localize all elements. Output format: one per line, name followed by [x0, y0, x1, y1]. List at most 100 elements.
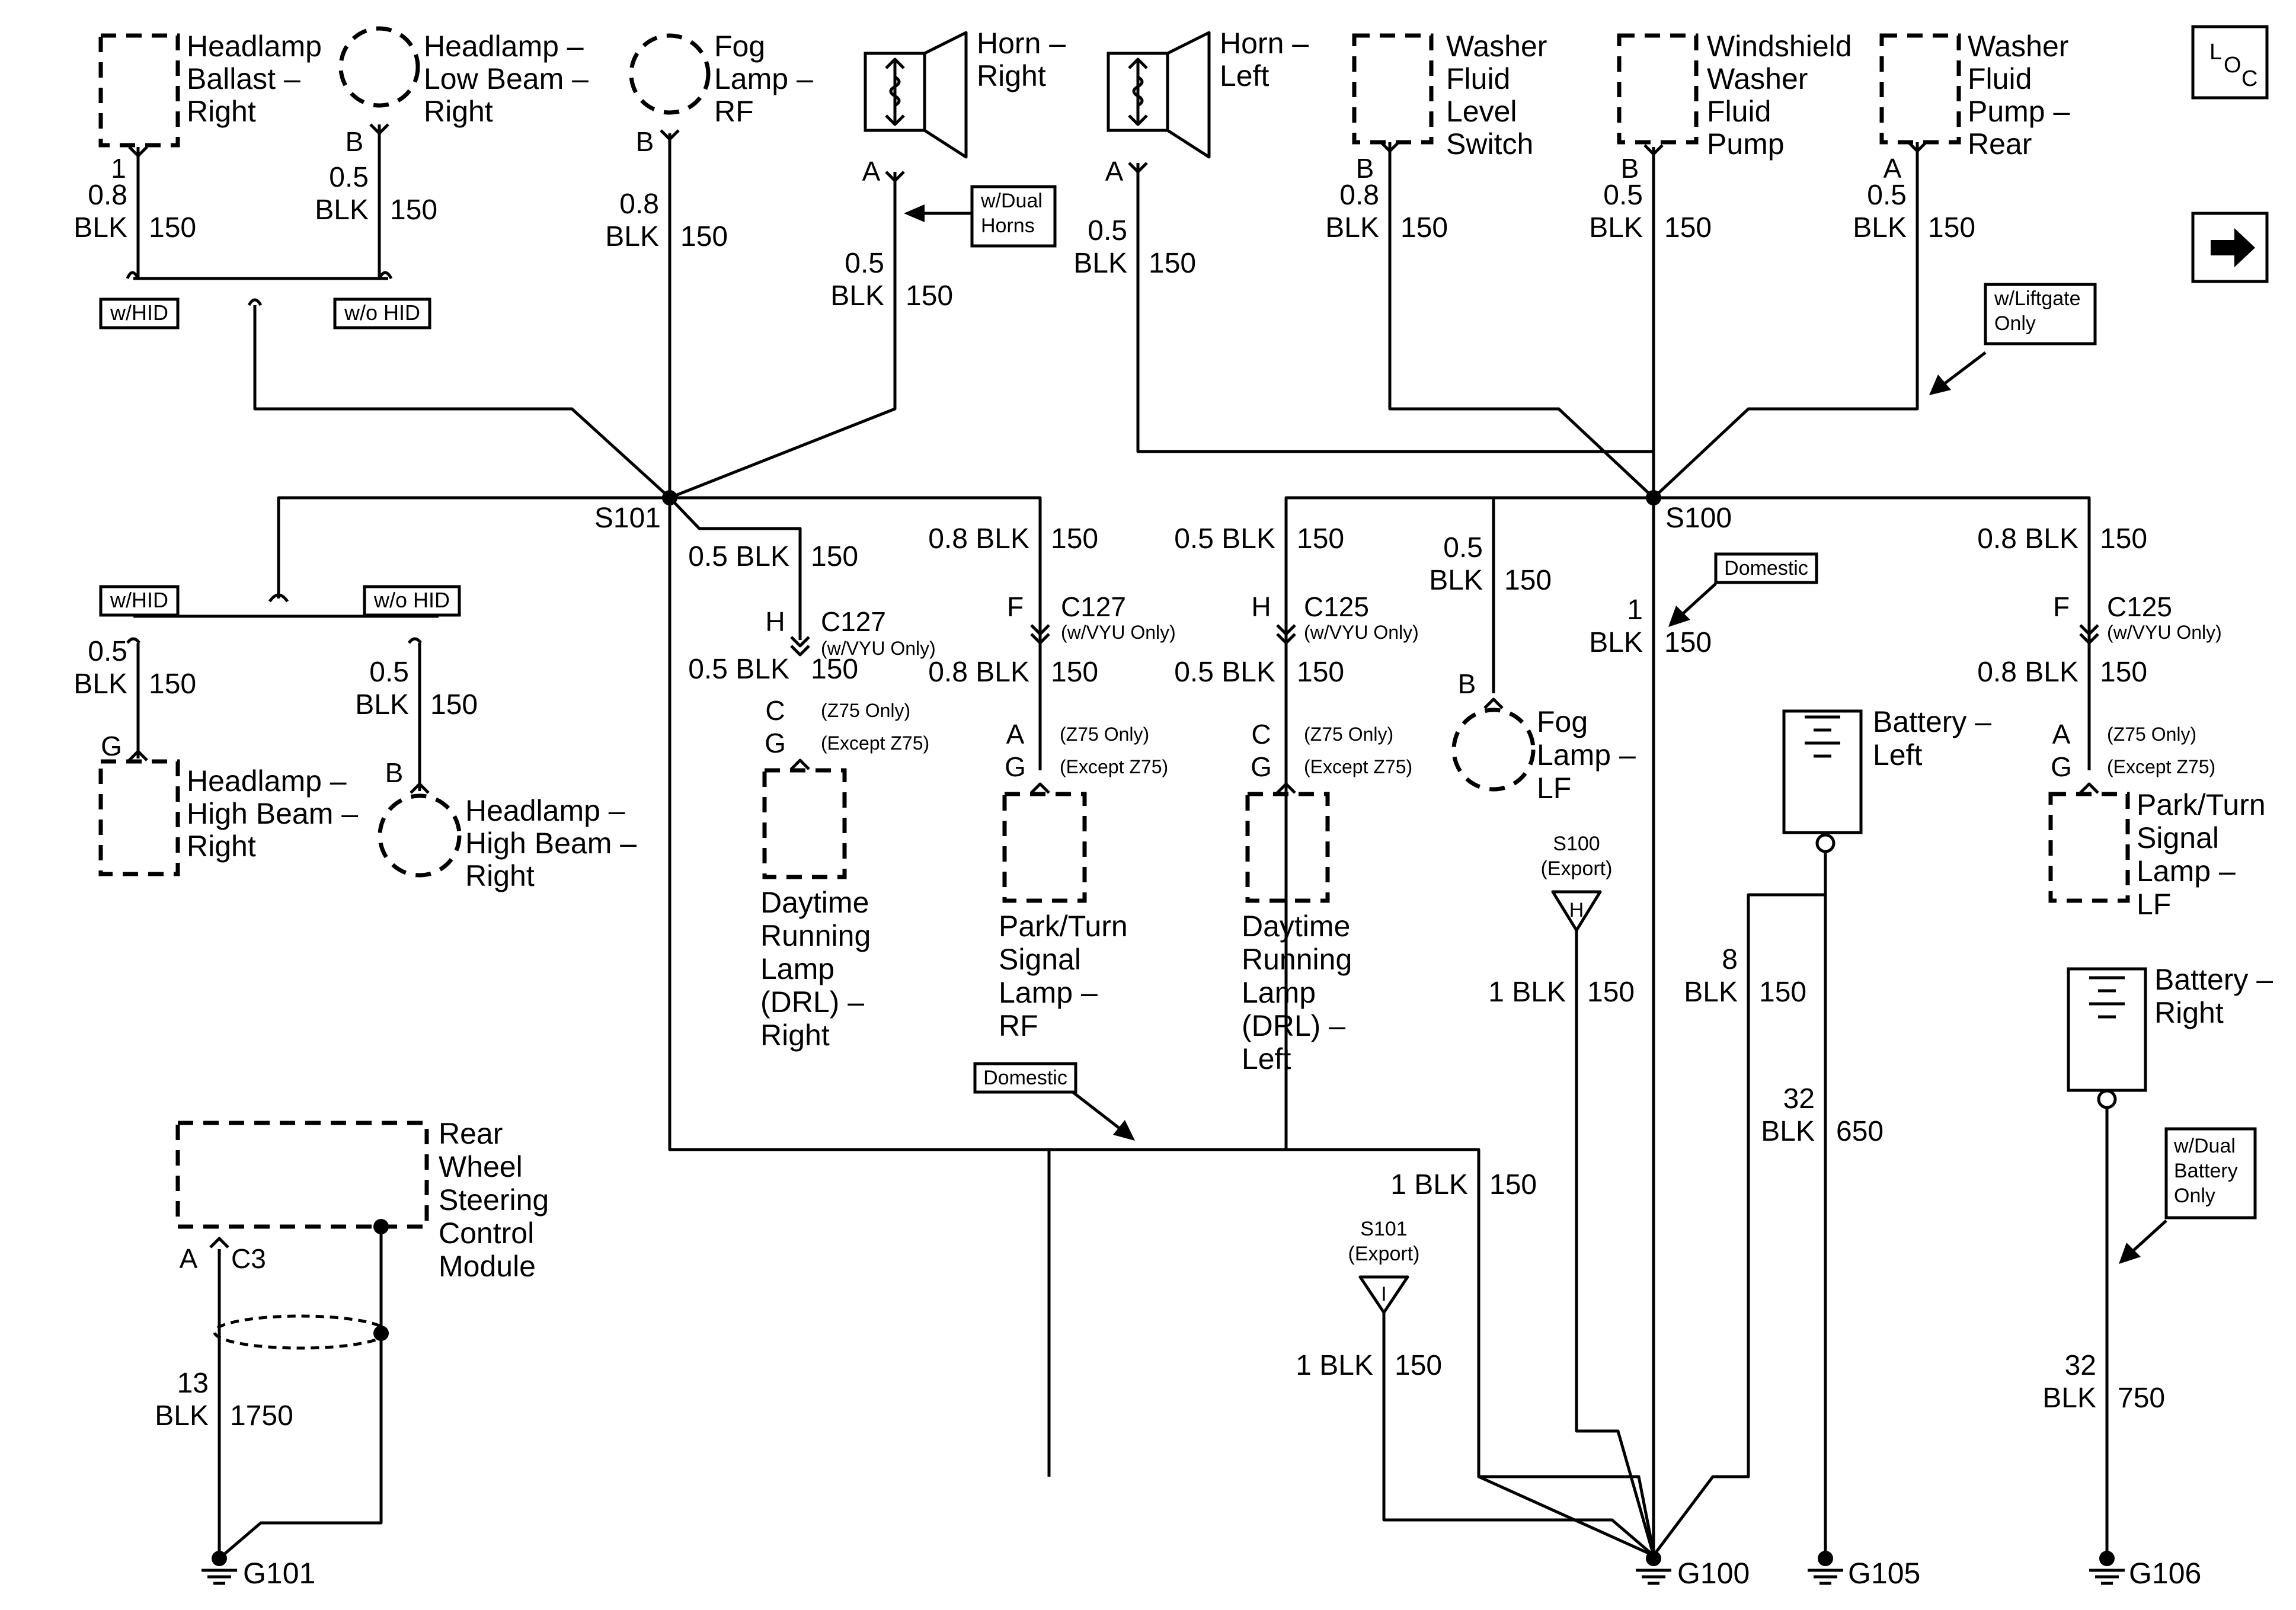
- w_ws_pump-circuit: 150: [1664, 212, 1712, 244]
- w_drl_r_top-circuit: 150: [811, 541, 858, 572]
- pins-fog_rf: B: [636, 126, 654, 157]
- components-headlamp_high_beam_right: Headlamp –High Beam –Right: [465, 794, 637, 892]
- pins-pt_lf_g: G: [2051, 751, 2072, 782]
- w_horn_r-size: 0.5: [845, 248, 884, 279]
- splices-s100_export: S100(Export): [1541, 833, 1613, 880]
- loc-icon[interactable]: L O C: [2191, 25, 2269, 100]
- w_rwsc-circuit: 1750: [230, 1400, 293, 1432]
- w_drl_l_top-label: 0.5 BLK: [1174, 523, 1275, 555]
- w_rwsc-size: 13: [177, 1368, 209, 1399]
- w_ballast-size: 0.8: [88, 180, 127, 211]
- pins-drl_r_g: G: [765, 728, 786, 758]
- w_pt_lf_bot-label: 0.8 BLK: [1977, 657, 2078, 688]
- w_s100_main-color: BLK: [1589, 627, 1643, 658]
- w_hb-color: BLK: [355, 689, 409, 721]
- junction-dots: [212, 490, 2115, 1566]
- w_pt_rf_bot-label: 0.8 BLK: [928, 657, 1029, 688]
- w_rwsc-color: BLK: [155, 1400, 209, 1432]
- w_g100_8-circuit: 150: [1759, 977, 1806, 1008]
- pins-drl_r_top: H: [765, 606, 785, 637]
- ground-g105-icon: [1808, 1570, 1843, 1583]
- option-boxes: [99, 185, 2257, 1219]
- s100-export-splice: [1551, 890, 1602, 932]
- options-wo_hid_top: w/o HID: [344, 300, 420, 325]
- w_drl_l_bot-label: 0.5 BLK: [1174, 657, 1275, 688]
- w_batt_r-size: 32: [2065, 1350, 2096, 1381]
- connectors-c125_l_note: (w/VYU Only): [1304, 622, 1419, 643]
- splices-s101: S101: [594, 502, 661, 534]
- battery-right-icon: [2067, 967, 2147, 1109]
- grounds-g100: G100: [1677, 1557, 1750, 1590]
- next-page-arrow-icon[interactable]: [2191, 212, 2269, 283]
- options-w_hid_mid: w/HID: [110, 588, 168, 612]
- connectors-c125_lf_note: (w/VYU Only): [2107, 622, 2222, 643]
- grounds-g106: G106: [2129, 1557, 2201, 1590]
- connectors-rwsc_c3: C3: [231, 1243, 266, 1274]
- w_hb-circuit: 150: [430, 689, 478, 721]
- components-headlamp_high_beam_right_hid: Headlamp –High Beam –Right: [187, 764, 358, 863]
- w_rear_pump-circuit: 150: [1928, 212, 1975, 244]
- z75-only-drl-r: (Z75 Only): [821, 700, 910, 721]
- splices-s101_export: S101(Export): [1348, 1218, 1420, 1265]
- w_horn_l-size: 0.5: [1088, 215, 1127, 247]
- ground-g106-icon: [2089, 1570, 2125, 1583]
- w_drl_r_top-label: 0.5 BLK: [688, 541, 789, 572]
- pins-low_beam: B: [346, 126, 364, 157]
- pins-pt_rf_g: G: [1005, 751, 1026, 782]
- w_hb-size: 0.5: [369, 657, 409, 688]
- except-z75-pt-lf: (Except Z75): [2107, 756, 2215, 777]
- w_s101_export-circuit: 150: [1395, 1350, 1442, 1381]
- grounds-g105: G105: [1848, 1557, 1920, 1590]
- pins-ws_pump: B: [1621, 153, 1639, 184]
- except-z75-pt-rf: (Except Z75): [1060, 756, 1168, 777]
- pins-hb: B: [385, 757, 404, 788]
- pins-pt_lf_top: F: [2053, 591, 2070, 622]
- component-outlines: [98, 26, 2130, 1229]
- w_rear_pump-color: BLK: [1853, 212, 1907, 244]
- w_s101_long-circuit: 150: [1489, 1169, 1537, 1201]
- w_s101_export-label: 1 BLK: [1296, 1350, 1373, 1381]
- connectors-c127_rf_note: (w/VYU Only): [1061, 622, 1176, 643]
- w_level_sw-color: BLK: [1325, 212, 1379, 244]
- w_hb_hid-color: BLK: [73, 668, 127, 700]
- w_level_sw-size: 0.8: [1339, 180, 1379, 211]
- z75-only-drl-l: (Z75 Only): [1304, 724, 1393, 745]
- pins-level_sw: B: [1356, 153, 1374, 184]
- connectors-c127_rf: C127: [1061, 591, 1126, 622]
- options-wo_hid_mid: w/o HID: [373, 588, 450, 612]
- w_drl_l_top-circuit: 150: [1297, 523, 1344, 555]
- w_pt_rf_top-label: 0.8 BLK: [928, 523, 1029, 555]
- w_rear_pump-size: 0.5: [1867, 180, 1907, 211]
- w_low_beam-circuit: 150: [390, 194, 437, 226]
- svg-text:O: O: [2224, 53, 2241, 78]
- pins-horn_r: A: [862, 156, 881, 187]
- terminals: [128, 123, 2099, 1249]
- w_batt_r-circuit: 750: [2118, 1382, 2165, 1414]
- options-domestic_left: Domestic: [983, 1067, 1067, 1089]
- splices-s101_export_pin: I: [1381, 1283, 1386, 1305]
- w_s100_export-label: 1 BLK: [1488, 977, 1566, 1008]
- pins-pt_rf_top: F: [1007, 591, 1024, 622]
- pointer-arrows: [904, 204, 2167, 1264]
- z75-only-pt-rf: (Z75 Only): [1060, 724, 1149, 745]
- pins-hb_hid: G: [101, 731, 122, 761]
- connectors-c127_r: C127: [821, 606, 886, 637]
- ground-g101-icon: [202, 1570, 237, 1583]
- w_ballast-circuit: 150: [149, 212, 196, 244]
- w_drl_r_bot-label: 0.5 BLK: [688, 654, 789, 685]
- w_ws_pump-color: BLK: [1589, 212, 1643, 244]
- w_low_beam-color: BLK: [315, 194, 369, 226]
- components-horn_left: Horn –Left: [1220, 27, 1309, 92]
- w_fog_rf-color: BLK: [605, 221, 659, 252]
- pins-drl_l_top: H: [1251, 591, 1271, 622]
